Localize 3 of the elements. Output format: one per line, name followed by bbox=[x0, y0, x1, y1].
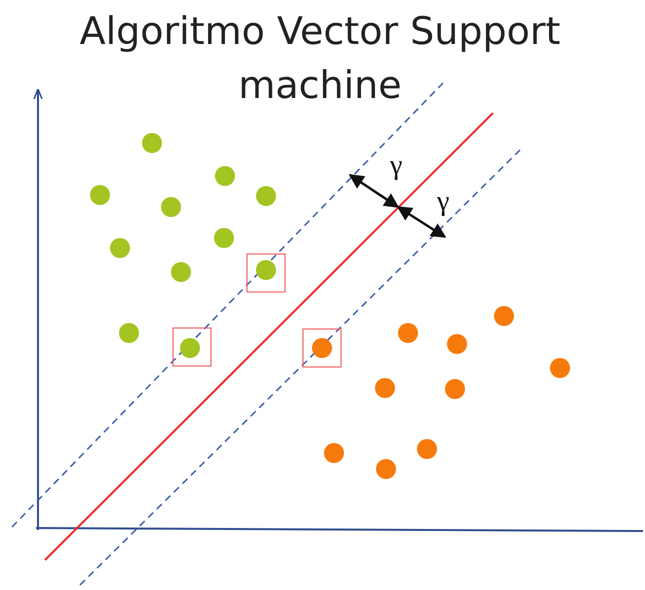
margin-label: γ bbox=[437, 188, 450, 216]
diagram-title: Algoritmo Vector Support machine bbox=[78, 8, 562, 109]
margin-label: γ bbox=[390, 152, 402, 180]
